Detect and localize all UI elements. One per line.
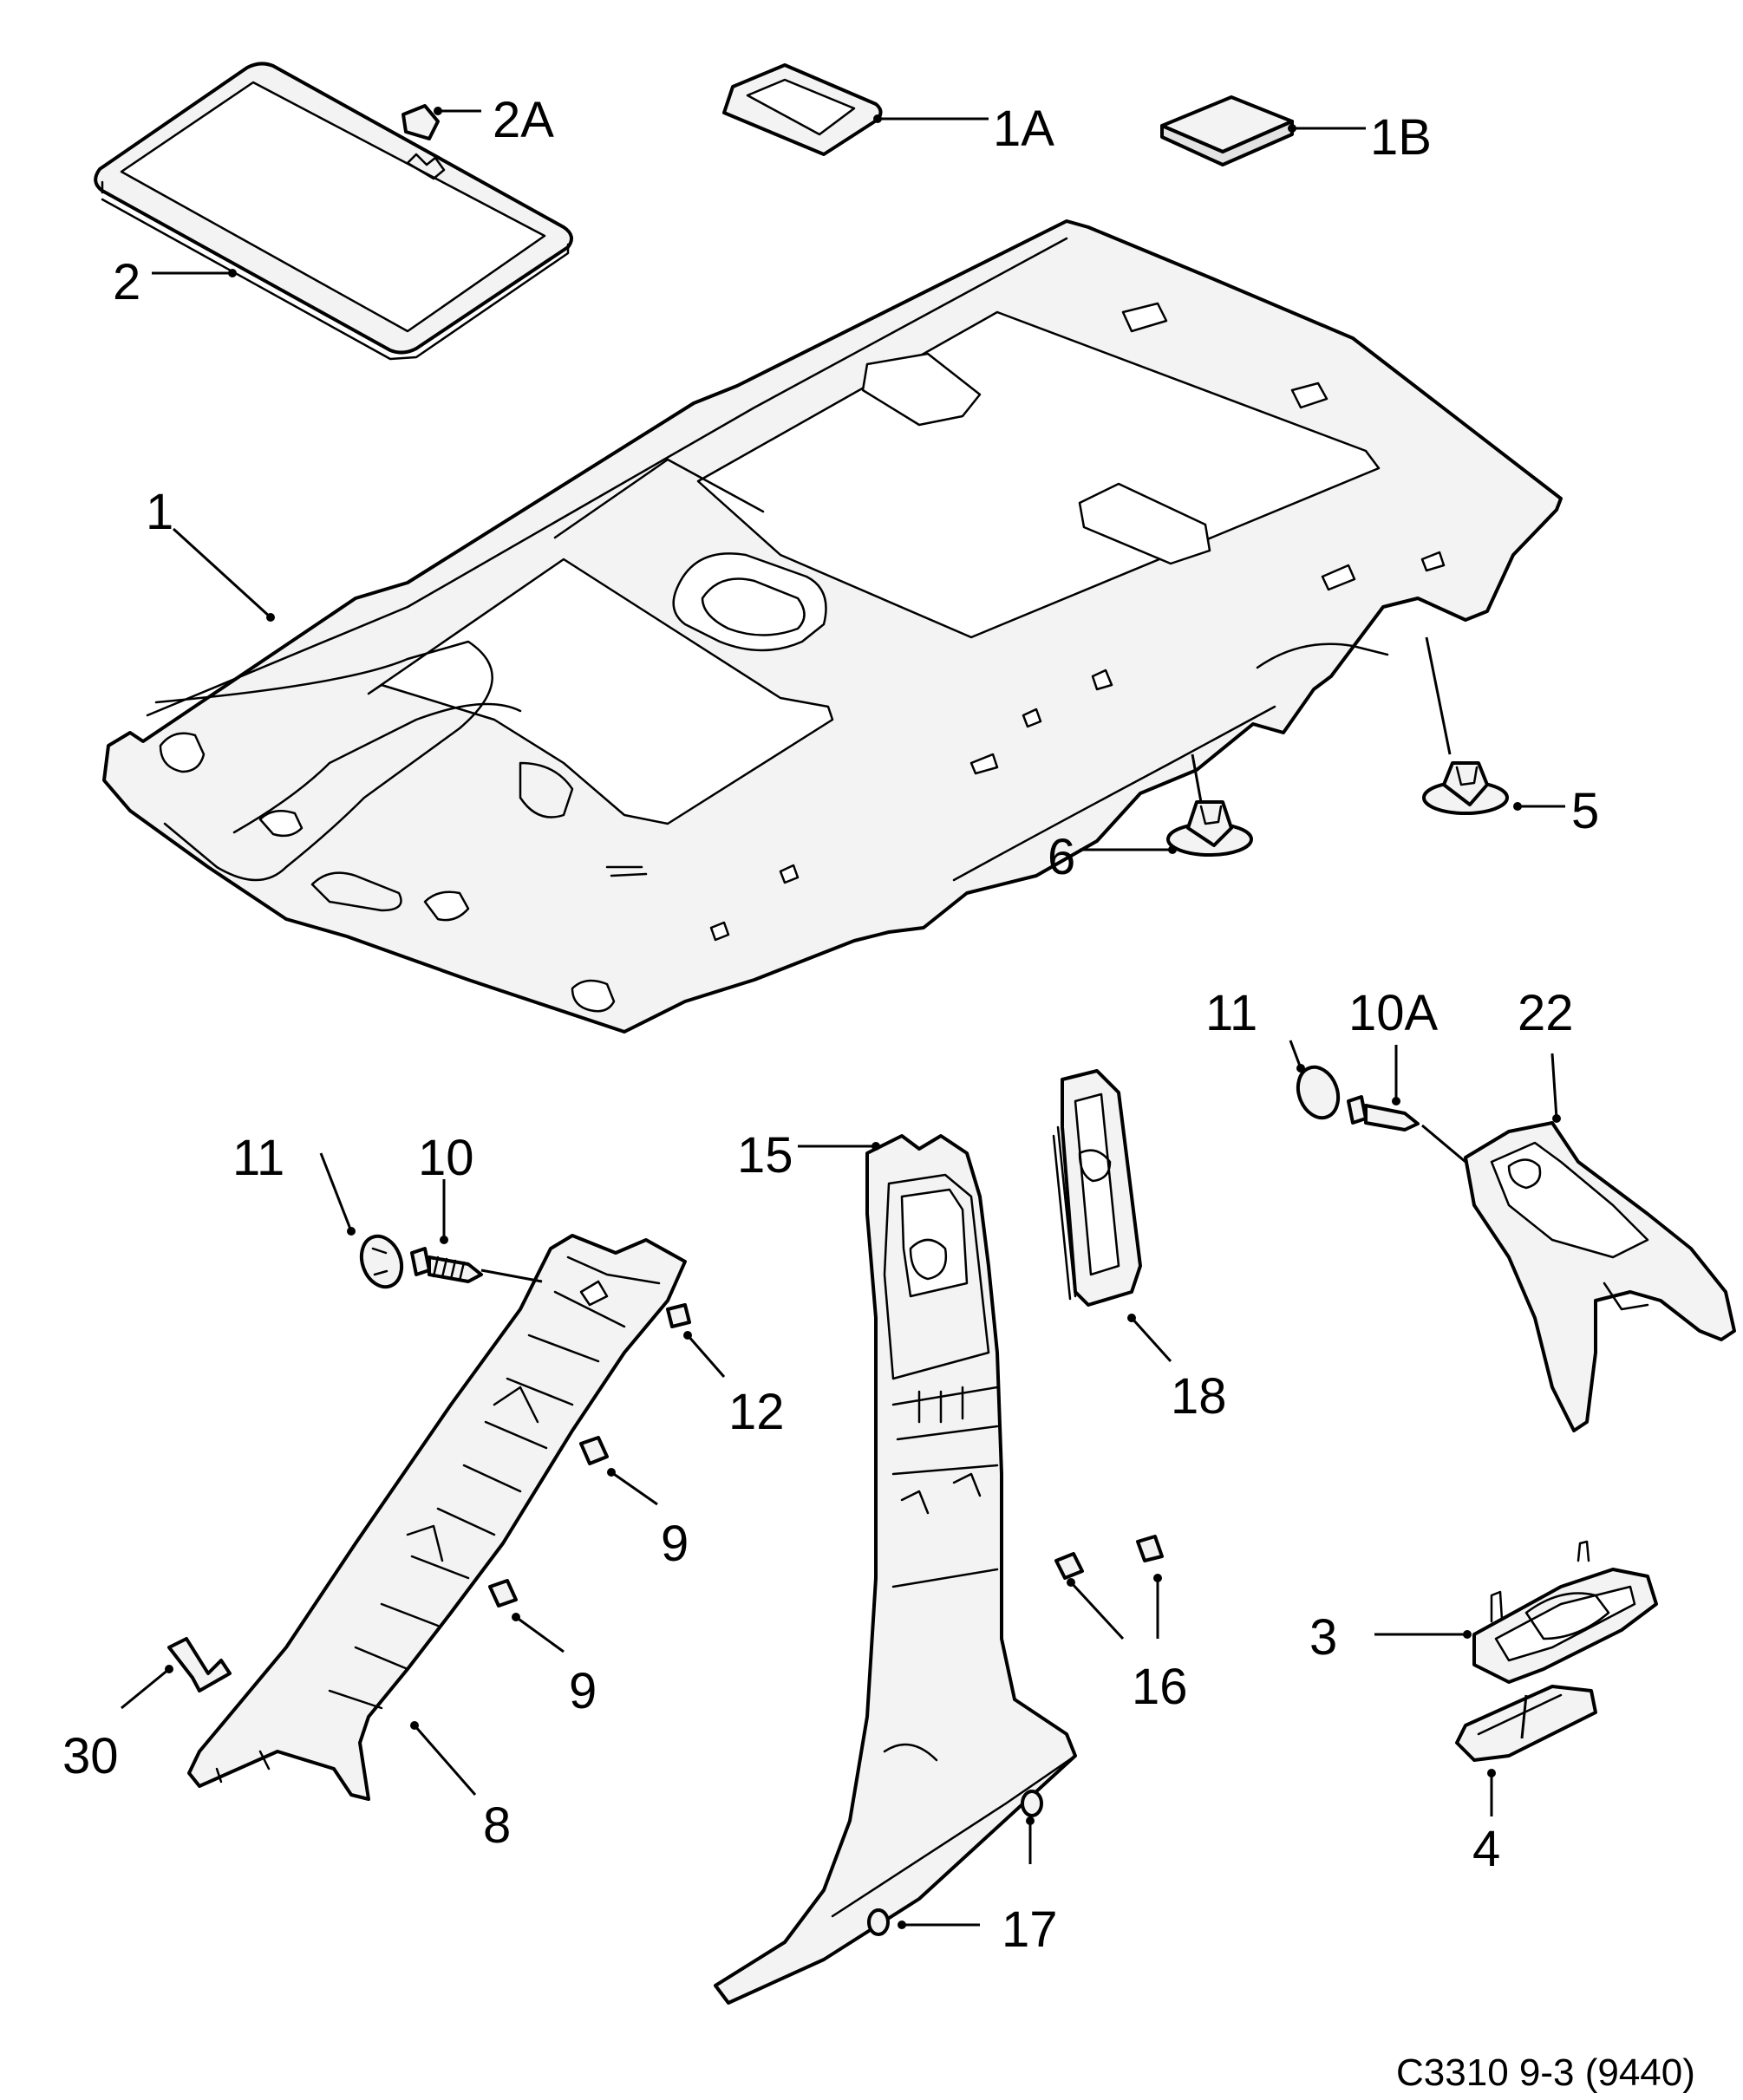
frame-1A-part: [722, 63, 883, 156]
part-30: [167, 1637, 232, 1692]
callout-2: 2: [113, 254, 140, 310]
clip-17-upper-part: [1021, 1790, 1043, 1817]
headliner-part: [102, 219, 1563, 1034]
clip-16-left-part: [1054, 1552, 1084, 1580]
dome-light-lens-4-part: [1455, 1685, 1597, 1762]
clip-9-upper-part: [579, 1436, 609, 1465]
clip-16-right-part: [1136, 1535, 1164, 1562]
callout-11-lower: 11: [232, 1130, 284, 1186]
leader-lines: [121, 107, 1565, 1929]
washer-11-upper-part: [1296, 1065, 1341, 1120]
clip-2A-part: [401, 104, 446, 180]
b-pillar-trim-part: [714, 1134, 1077, 2005]
callout-11-upper: 11: [1205, 985, 1257, 1041]
callout-4: 4: [1472, 1821, 1500, 1877]
callout-10: 10: [418, 1130, 474, 1186]
callout-2A: 2A: [493, 92, 554, 148]
screw-10-part: [410, 1247, 483, 1283]
clip-17-lower-part: [867, 1908, 890, 1936]
clip-12-part: [666, 1303, 691, 1328]
a-pillar-trim-part: [187, 1234, 687, 1801]
callout-8: 8: [483, 1797, 511, 1854]
c-pillar-trim-22-part: [1464, 1121, 1736, 1432]
callout-30: 30: [62, 1728, 119, 1784]
diagram-reference-code: C3310 9-3 (9440): [1396, 2051, 1695, 2094]
pad-1B-part: [1160, 95, 1294, 166]
dome-light-housing-3-part: [1472, 1540, 1658, 1684]
callout-16: 16: [1132, 1659, 1188, 1715]
callout-9-lower: 9: [569, 1663, 597, 1719]
callout-1A: 1A: [993, 101, 1054, 157]
callout-labels: 2A 1A 1B 2 1 5 6 11 10 12 9 9 30 8 15 18…: [62, 92, 1695, 2094]
sunroof-seal-part: [94, 62, 573, 361]
callout-9-upper: 9: [661, 1516, 689, 1572]
callout-22: 22: [1518, 985, 1574, 1041]
callout-17: 17: [1002, 1901, 1058, 1958]
clip-9-lower-part: [488, 1579, 518, 1608]
clip-5-part: [1422, 761, 1509, 815]
callout-5: 5: [1571, 783, 1599, 839]
callout-1B: 1B: [1370, 109, 1432, 166]
screw-10A-part: [1347, 1095, 1420, 1132]
callout-1: 1: [146, 484, 173, 540]
callout-12: 12: [728, 1384, 785, 1440]
callout-10A: 10A: [1348, 985, 1439, 1041]
clip-6-part: [1166, 800, 1253, 857]
callout-15: 15: [737, 1127, 793, 1184]
callout-3: 3: [1309, 1609, 1337, 1666]
washer-11-lower-part: [359, 1234, 404, 1289]
grab-handle-18-part: [1052, 1069, 1142, 1307]
callout-18: 18: [1171, 1368, 1227, 1425]
callout-6: 6: [1048, 829, 1075, 885]
